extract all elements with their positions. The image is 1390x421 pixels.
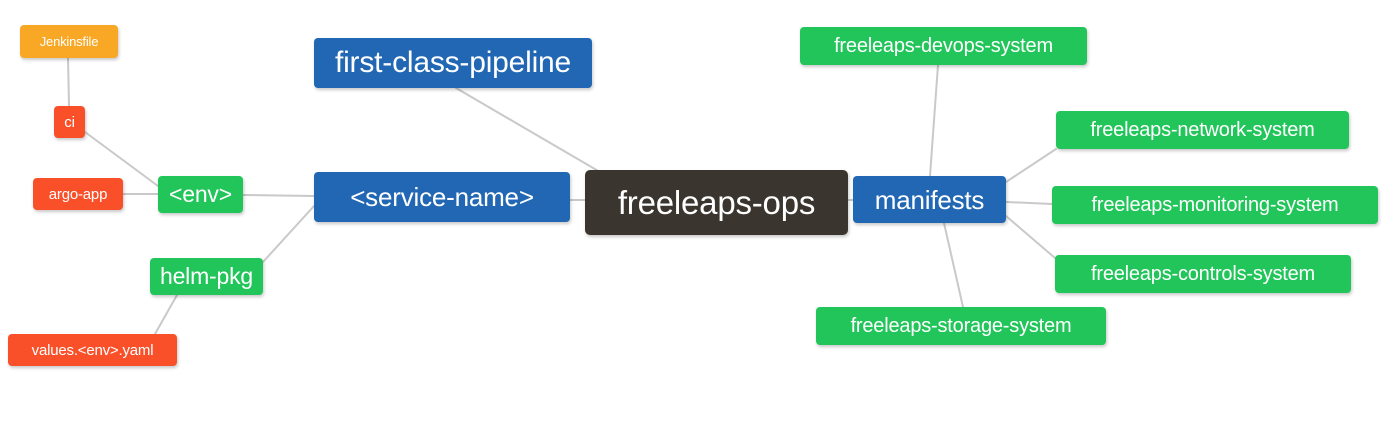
node-service-name[interactable]: <service-name>: [314, 172, 570, 222]
edge-manifests-to-freeleaps-monitoring-system: [1005, 201, 1053, 205]
node-freeleaps-storage-system[interactable]: freeleaps-storage-system: [816, 307, 1106, 345]
edge-ci-to-jenkinsfile: [67, 57, 70, 107]
node-label: <env>: [169, 181, 232, 207]
node-ci[interactable]: ci: [54, 106, 85, 138]
node-values-env-yaml[interactable]: values.<env>.yaml: [8, 334, 177, 366]
node-helm-pkg[interactable]: helm-pkg: [150, 258, 263, 295]
node-label: values.<env>.yaml: [31, 341, 154, 359]
node-argo-app[interactable]: argo-app: [33, 178, 123, 210]
edge-root-to-first-class-pipeline: [455, 87, 601, 173]
node-label: freeleaps-controls-system: [1091, 263, 1315, 285]
node-first-class-pipeline[interactable]: first-class-pipeline: [314, 38, 592, 88]
node-freeleaps-controls-system[interactable]: freeleaps-controls-system: [1055, 255, 1351, 293]
node-label: <service-name>: [350, 182, 534, 212]
node-label: argo-app: [48, 185, 108, 203]
edge-manifests-to-freeleaps-devops-system: [929, 64, 939, 177]
edge-manifests-to-freeleaps-storage-system: [943, 222, 964, 308]
node-label: manifests: [874, 184, 985, 215]
node-label: freeleaps-ops: [617, 184, 816, 221]
node-label: freeleaps-network-system: [1090, 119, 1315, 141]
node-label: freeleaps-storage-system: [850, 315, 1072, 337]
node-manifests[interactable]: manifests: [853, 176, 1006, 223]
edge-service-name-to-env: [242, 194, 315, 197]
edge-manifests-to-freeleaps-network-system: [1005, 148, 1057, 183]
node-env[interactable]: <env>: [158, 176, 243, 213]
node-root[interactable]: freeleaps-ops: [585, 170, 848, 235]
node-freeleaps-network-system[interactable]: freeleaps-network-system: [1056, 111, 1349, 149]
node-label: freeleaps-devops-system: [834, 35, 1053, 57]
edge-manifests-to-freeleaps-controls-system: [1005, 215, 1056, 259]
edge-service-name-to-helm-pkg: [262, 205, 315, 263]
node-label: ci: [64, 113, 75, 131]
node-label: freeleaps-monitoring-system: [1091, 194, 1339, 216]
node-freeleaps-monitoring-system[interactable]: freeleaps-monitoring-system: [1052, 186, 1378, 224]
node-label: helm-pkg: [160, 263, 253, 289]
node-label: first-class-pipeline: [334, 46, 572, 79]
node-freeleaps-devops-system[interactable]: freeleaps-devops-system: [800, 27, 1087, 65]
node-jenkinsfile[interactable]: Jenkinsfile: [20, 25, 118, 58]
node-label: Jenkinsfile: [39, 34, 99, 49]
edge-helm-pkg-to-values-env-yaml: [154, 294, 178, 335]
